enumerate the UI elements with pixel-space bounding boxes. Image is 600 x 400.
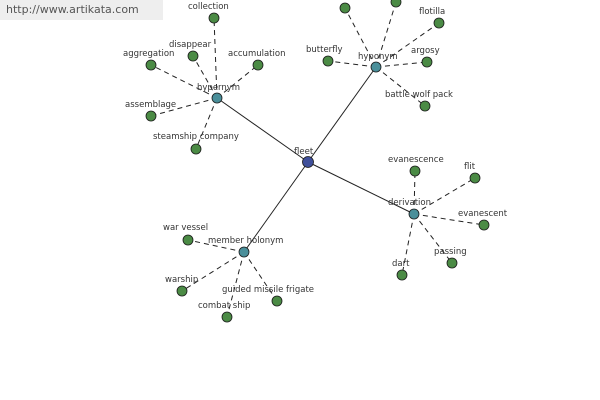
hub-node-hyponym[interactable] bbox=[370, 61, 382, 73]
edge-derivation-dart-4 bbox=[401, 213, 415, 276]
edge-fleet-member-holonym bbox=[243, 161, 309, 253]
edge-hypernym-collection-0 bbox=[213, 17, 218, 99]
edge-fleet-derivation bbox=[307, 161, 415, 215]
edge-member-holonym-guided-missile-frigate-2 bbox=[243, 251, 278, 302]
leaf-label-flit: flit bbox=[464, 162, 476, 172]
leaf-label-combat-ship: combat ship bbox=[198, 301, 250, 311]
leaf-label-evanescence: evanescence bbox=[388, 155, 444, 165]
leaf-label-assemblage: assemblage bbox=[125, 100, 176, 110]
leaf-node-dart-2-4[interactable] bbox=[396, 269, 408, 281]
leaf-label-evanescent: evanescent bbox=[458, 209, 508, 219]
leaf-label-accumulation: accumulation bbox=[228, 49, 285, 59]
leaf-node-passing-2-3[interactable] bbox=[446, 257, 458, 269]
hub-node-hypernym[interactable] bbox=[211, 92, 223, 104]
edge-hypernym-disappear-1 bbox=[192, 55, 218, 99]
leaf-label-dart: dart bbox=[392, 259, 410, 269]
leaf-label-guided-missile-frigate: guided missile frigate bbox=[222, 285, 314, 295]
edge-hypernym-steamship-company-5 bbox=[195, 97, 218, 150]
edges-layer bbox=[150, 1, 485, 318]
leaf-label-steamship-company: steamship company bbox=[153, 132, 239, 142]
leaf-node-battle-wolf-pack-1-5[interactable] bbox=[419, 100, 431, 112]
edge-derivation-flit-1 bbox=[413, 177, 476, 215]
edge-derivation-evanescent-2 bbox=[413, 213, 485, 226]
leaf-node-assemblage-0-4[interactable] bbox=[145, 110, 157, 122]
edge-hyponym-battle-wolf-pack-5 bbox=[375, 66, 426, 107]
leaf-node-aggregation-0-3[interactable] bbox=[145, 59, 157, 71]
leaf-node-evanescence-2-0[interactable] bbox=[409, 165, 421, 177]
leaf-label-aggregation: aggregation bbox=[123, 49, 174, 59]
leaf-node-unlabeled-1-0[interactable] bbox=[339, 2, 351, 14]
edge-member-holonym-war-vessel-0 bbox=[187, 239, 245, 253]
edge-hyponym-unlabeled-0 bbox=[344, 7, 377, 68]
leaf-label-warship: warship bbox=[165, 275, 198, 285]
leaf-label-argosy: argosy bbox=[411, 46, 440, 56]
leaf-label-flotilla: flotilla bbox=[419, 7, 445, 17]
leaf-label-collection: collection bbox=[188, 2, 229, 12]
center-node-fleet[interactable] bbox=[302, 156, 314, 168]
leaf-node-flit-2-1[interactable] bbox=[469, 172, 481, 184]
edge-fleet-hyponym bbox=[307, 66, 377, 163]
edge-hypernym-aggregation-3 bbox=[150, 64, 218, 99]
leaf-node-unlabeled-1-1[interactable] bbox=[390, 0, 402, 8]
leaf-node-flotilla-1-2[interactable] bbox=[433, 17, 445, 29]
edge-derivation-passing-3 bbox=[413, 213, 453, 264]
hub-label-derivation: derivation bbox=[388, 198, 431, 208]
edge-hypernym-accumulation-2 bbox=[216, 64, 259, 99]
center-label-fleet: fleet bbox=[294, 147, 314, 157]
edge-hyponym-flotilla-2 bbox=[375, 22, 440, 68]
edge-hyponym-unlabeled-1 bbox=[375, 1, 397, 68]
edge-hyponym-butterfly-4 bbox=[327, 60, 377, 68]
leaf-node-accumulation-0-2[interactable] bbox=[252, 59, 264, 71]
watermark-url: http://www.artikata.com bbox=[0, 0, 163, 20]
edge-member-holonym-warship-1 bbox=[181, 251, 245, 292]
leaf-node-butterfly-1-4[interactable] bbox=[322, 55, 334, 67]
leaf-node-combat-ship-3-3[interactable] bbox=[221, 311, 233, 323]
leaf-node-disappear-0-1[interactable] bbox=[187, 50, 199, 62]
labels-layer: collection disappear accumulation aggregati… bbox=[123, 2, 508, 311]
leaf-label-butterfly: butterfly bbox=[306, 45, 343, 55]
leaf-node-steamship-company-0-5[interactable] bbox=[190, 143, 202, 155]
hub-label-hyponym: hyponym bbox=[358, 52, 398, 62]
nodes-layer bbox=[145, 0, 490, 323]
leaf-node-guided-missile-frigate-3-2[interactable] bbox=[271, 295, 283, 307]
hub-label-hypernym: hypernym bbox=[197, 83, 240, 93]
edge-fleet-hypernym bbox=[216, 97, 309, 163]
leaf-label-battle-wolf-pack: battle wolf pack bbox=[385, 90, 453, 100]
hub-node-derivation[interactable] bbox=[408, 208, 420, 220]
leaf-node-evanescent-2-2[interactable] bbox=[478, 219, 490, 231]
leaf-label-passing: passing bbox=[434, 247, 467, 257]
leaf-node-war-vessel-3-0[interactable] bbox=[182, 234, 194, 246]
leaf-node-warship-3-1[interactable] bbox=[176, 285, 188, 297]
edge-derivation-evanescence-0 bbox=[413, 170, 416, 215]
leaf-label-war-vessel: war vessel bbox=[163, 223, 208, 233]
hub-label-member-holonym: member holonym bbox=[208, 236, 283, 246]
hub-node-member-holonym[interactable] bbox=[238, 246, 250, 258]
edge-member-holonym-combat-ship-3 bbox=[226, 251, 245, 318]
leaf-node-collection-0-0[interactable] bbox=[208, 12, 220, 24]
edge-hypernym-assemblage-4 bbox=[150, 97, 218, 117]
edge-hyponym-argosy-3 bbox=[375, 61, 428, 68]
leaf-node-argosy-1-3[interactable] bbox=[421, 56, 433, 68]
leaf-label-disappear: disappear bbox=[169, 40, 212, 50]
